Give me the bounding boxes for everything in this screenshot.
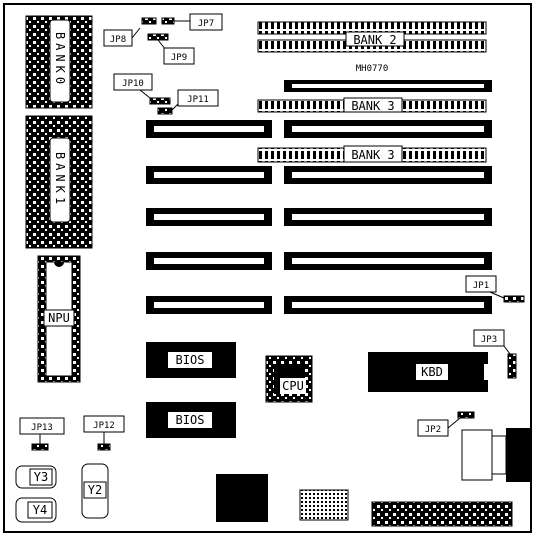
jp12-label: JP12: [93, 421, 115, 431]
jp11-jumper[interactable]: JP11: [157, 89, 219, 115]
crystal-y4: Y4: [15, 497, 57, 523]
jp7-label: JP7: [198, 19, 214, 29]
power-connector: [371, 501, 513, 527]
jp7-jumper[interactable]: JP7: [161, 13, 223, 31]
bios-chip-1: BIOS: [146, 342, 236, 378]
jp12-jumper[interactable]: JP12: [83, 415, 125, 451]
jp9-jumper[interactable]: JP9: [147, 33, 195, 65]
jp11-label: JP11: [187, 95, 209, 105]
jp8-jumper[interactable]: JP8: [103, 17, 157, 47]
chipset-square: [216, 474, 268, 522]
npu-socket: NPU: [37, 255, 81, 383]
cpu-label: CPU: [282, 379, 304, 393]
crystal-y3: Y3: [15, 465, 57, 489]
bank0-simm-stack: BANK0: [25, 15, 93, 109]
keyboard-connector: [461, 428, 530, 482]
bios-2-label: BIOS: [176, 413, 205, 427]
kbd-controller: KBD: [368, 352, 488, 392]
bios-chip-2: BIOS: [146, 402, 236, 438]
bios-1-label: BIOS: [176, 353, 205, 367]
jp1-jumper[interactable]: JP1: [465, 275, 525, 303]
y2-label: Y2: [88, 483, 102, 497]
bank3-upper-simm-slots: BANK 3: [257, 80, 492, 113]
jp9-label: JP9: [171, 53, 187, 63]
jp2-jumper[interactable]: JP2: [417, 411, 475, 437]
jp13-label: JP13: [31, 423, 53, 433]
bank0-label: BANK0: [53, 32, 67, 88]
jp1-label: JP1: [473, 281, 489, 291]
jp3-jumper[interactable]: JP3: [473, 329, 517, 379]
bank2-simm-slots: BANK 2 MH0770: [257, 21, 487, 74]
bank3-lower-simm-slot: BANK 3: [257, 145, 487, 163]
bank3-upper-label: BANK 3: [351, 99, 394, 113]
expansion-slots: [146, 120, 492, 314]
bank1-simm-stack: BANK1: [25, 115, 93, 249]
jp8-label: JP8: [110, 35, 126, 45]
jp10-label: JP10: [122, 79, 144, 89]
jp3-label: JP3: [481, 335, 497, 345]
dotted-chip: [299, 489, 349, 521]
bank3-lower-label: BANK 3: [351, 148, 394, 162]
jp13-jumper[interactable]: JP13: [19, 417, 65, 451]
model-code: MH0770: [356, 64, 389, 74]
cpu-socket: CPU: [265, 355, 313, 403]
y3-label: Y3: [34, 470, 48, 484]
bank2-label: BANK 2: [353, 33, 396, 47]
crystal-y2: Y2: [81, 463, 109, 519]
bank1-label: BANK1: [53, 152, 67, 208]
jp10-jumper[interactable]: JP10: [113, 73, 171, 105]
kbd-label: KBD: [421, 365, 443, 379]
y4-label: Y4: [33, 503, 47, 517]
jp2-label: JP2: [425, 425, 441, 435]
npu-label: NPU: [48, 311, 70, 325]
